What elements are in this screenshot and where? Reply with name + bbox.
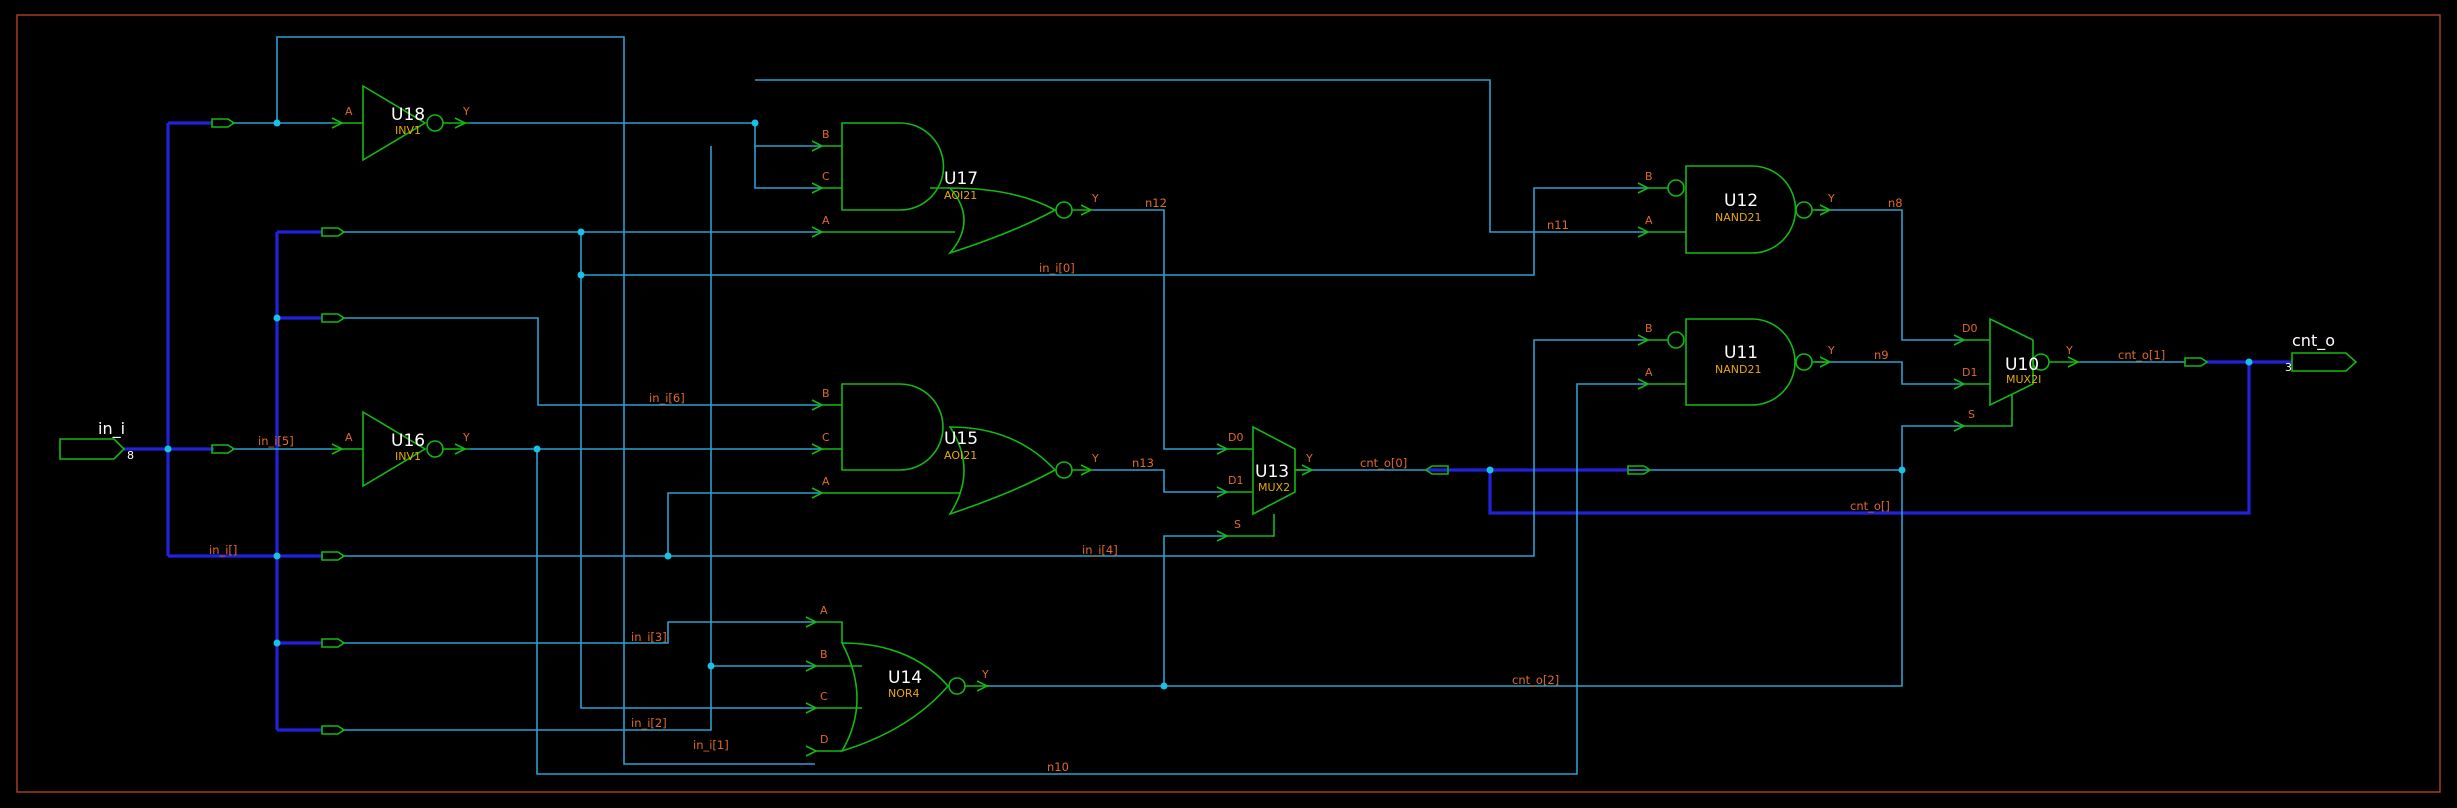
instance-name: U14 (888, 668, 922, 688)
pin-a-label: A (822, 214, 830, 227)
pin-b-label: B (822, 387, 830, 400)
net-label-in-i-bus: in_i[] (209, 543, 237, 557)
pin-d0-label: D0 (1228, 431, 1243, 444)
pin-c-label: C (822, 170, 830, 183)
net-label-in-i-5: in_i[5] (258, 434, 294, 448)
net-label-n8: n8 (1888, 196, 1903, 210)
cell-type: INV1 (395, 124, 421, 137)
pin-a-label: A (1645, 366, 1653, 379)
gate-u11-nand21[interactable]: B A Y U11 NAND21 (1637, 318, 1835, 406)
net-label-cnt-o-2: cnt_o[2] (1512, 673, 1559, 687)
pin-y-label: Y (462, 105, 470, 118)
pin-b-label: B (1645, 322, 1653, 335)
pin-d1-label: D1 (1962, 366, 1977, 379)
instance-name: U18 (391, 105, 425, 125)
cell-type: MUX2I (2006, 373, 2041, 386)
pin-a-label: A (345, 105, 353, 118)
pin-y-label: Y (2065, 344, 2073, 357)
pin-y-label: Y (1827, 192, 1835, 205)
instance-name: U12 (1724, 191, 1758, 211)
cell-type: MUX2 (1258, 481, 1290, 494)
junctions (164, 119, 2253, 690)
pin-y-label: Y (1091, 452, 1099, 465)
pin-d0-label: D0 (1962, 322, 1977, 335)
gate-u18-inverter[interactable]: A Y U18 INV1 (331, 84, 470, 162)
cell-type: AOI21 (944, 189, 977, 202)
pin-b-label: B (1645, 170, 1653, 183)
pin-a-label: A (822, 475, 830, 488)
output-bus[interactable] (1426, 360, 2292, 515)
pin-d-label: D (820, 733, 828, 746)
output-port-label: cnt_o (2292, 331, 2335, 351)
output-port-width: 3 (2285, 361, 2292, 374)
net-label-cnt-o-0: cnt_o[0] (1360, 456, 1407, 470)
instance-name: U15 (944, 429, 978, 449)
instance-name: U17 (944, 169, 978, 189)
net-label-n13: n13 (1132, 456, 1154, 470)
pin-a-label: A (1645, 214, 1653, 227)
pin-y-label: Y (981, 668, 989, 681)
input-bus[interactable] (124, 121, 323, 732)
net-label-cnt-o-1: cnt_o[1] (2118, 348, 2165, 362)
gate-u14-nor4[interactable]: A B C D Y U14 NOR4 (805, 604, 990, 757)
pin-s-label: S (1234, 518, 1241, 531)
sheet-frame (16, 14, 2441, 793)
net-label-in-i-0: in_i[0] (1039, 261, 1075, 275)
cell-type: AOI21 (944, 449, 977, 462)
bus-rippers (211, 118, 2209, 735)
net-label-n10: n10 (1047, 760, 1069, 774)
pin-y-label: Y (462, 431, 470, 444)
input-port-in-i[interactable]: in_i 8 (59, 419, 134, 462)
pin-a-label: A (345, 431, 353, 444)
mux-u13-mux2[interactable]: D0 D1 S Y U13 MUX2 (1216, 425, 1314, 542)
gate-u16-inverter[interactable]: A Y U16 INV1 (331, 410, 470, 488)
net-label-in-i-1: in_i[1] (693, 738, 729, 752)
net-label-n11: n11 (1547, 218, 1569, 232)
instance-name: U11 (1724, 343, 1758, 363)
pin-b-label: B (822, 128, 830, 141)
cell-type: INV1 (395, 450, 421, 463)
instance-name: U16 (391, 431, 425, 451)
net-label-n9: n9 (1874, 348, 1889, 362)
net-label-in-i-2: in_i[2] (631, 716, 667, 730)
input-port-label: in_i (98, 419, 125, 439)
pin-y-label: Y (1091, 192, 1099, 205)
net-label-in-i-6: in_i[6] (649, 391, 685, 405)
pin-s-label: S (1968, 408, 1975, 421)
gate-u12-nand21[interactable]: B A Y U12 NAND21 (1637, 165, 1835, 254)
gate-u17-aoi21[interactable]: B C A Y U17 AOI21 (811, 122, 1099, 255)
output-port-cnt-o[interactable]: cnt_o 3 (2285, 331, 2358, 374)
pin-a-label: A (820, 604, 828, 617)
input-port-width: 8 (127, 449, 134, 462)
gate-u15-aoi21[interactable]: B C A Y U15 AOI21 (811, 383, 1099, 516)
pin-d1-label: D1 (1228, 474, 1243, 487)
mux-u10-mux2i[interactable]: D0 D1 S Y U10 MUX2I (1953, 317, 2080, 432)
pin-y-label: Y (1827, 344, 1835, 357)
pin-c-label: C (822, 431, 830, 444)
cell-type: NAND21 (1715, 211, 1761, 224)
net-label-in-i-4: in_i[4] (1082, 543, 1118, 557)
net-labels: in_i[5] in_i[] in_i[6] in_i[4] in_i[3] i… (209, 196, 2165, 774)
pin-b-label: B (820, 648, 828, 661)
cell-type: NOR4 (888, 687, 920, 700)
pin-c-label: C (820, 690, 828, 703)
net-label-cnt-o-bus: cnt_o[] (1850, 499, 1890, 513)
net-label-in-i-3: in_i[3] (631, 630, 667, 644)
instance-name: U10 (2005, 355, 2039, 375)
cell-type: NAND21 (1715, 363, 1761, 376)
net-label-n12: n12 (1145, 196, 1167, 210)
wires[interactable] (232, 36, 2185, 775)
instance-name: U13 (1255, 462, 1289, 482)
pin-y-label: Y (1305, 452, 1313, 465)
